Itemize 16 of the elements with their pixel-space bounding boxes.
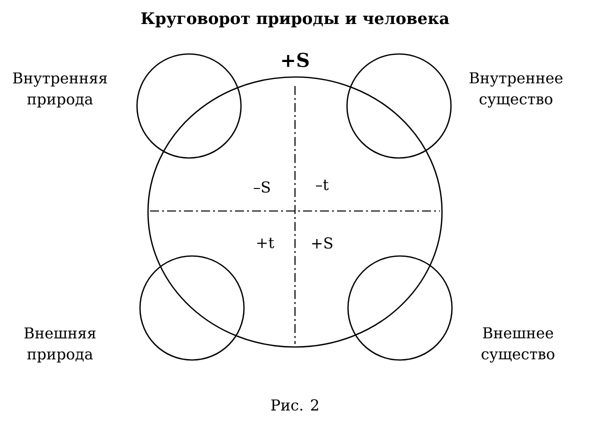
caption: Рис. 2 (271, 399, 318, 411)
circle (346, 53, 452, 159)
circle-caption: Внешняя природа (24, 327, 96, 363)
circle (136, 53, 242, 159)
circle (139, 255, 245, 361)
axis-label: –t (316, 180, 329, 190)
circle-caption: Внутреннее существо (470, 72, 562, 108)
axis-label: +S (312, 237, 332, 249)
axis-label: +S (282, 52, 309, 68)
title: Круговорот природы и человека (141, 12, 450, 28)
circle-caption: Внутренняя природа (13, 72, 107, 108)
circle (147, 76, 443, 348)
circle-caption: Внешнее существо (482, 327, 554, 363)
circle (347, 255, 453, 361)
axis-label: –S (254, 181, 270, 193)
axis-label: +t (257, 238, 274, 248)
